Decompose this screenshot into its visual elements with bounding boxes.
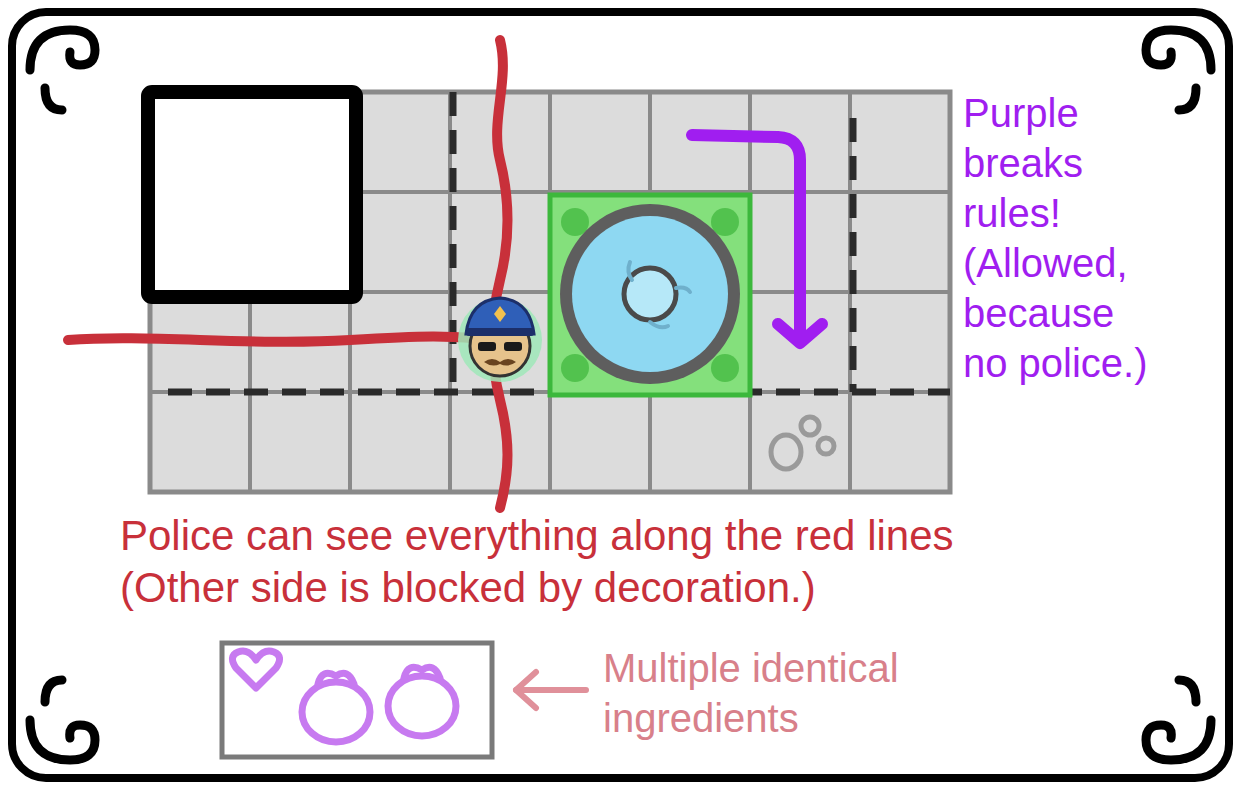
rule-note: Purple breaks rules! (Allowed, because n… (963, 88, 1161, 388)
purple-arrow (692, 135, 822, 343)
frame (12, 12, 1229, 778)
fountain-decoration (550, 195, 750, 395)
ingredient-note: Multiple identical ingredients (603, 643, 933, 743)
pebbles (771, 417, 834, 469)
building-square (148, 92, 356, 297)
police-note: Police can see everything along the red … (120, 510, 1000, 614)
sight-lines (68, 40, 508, 508)
pointer-arrow (516, 672, 586, 708)
corner-swirls (30, 30, 1211, 760)
police-token (458, 298, 542, 382)
ingredient-box (222, 643, 492, 757)
